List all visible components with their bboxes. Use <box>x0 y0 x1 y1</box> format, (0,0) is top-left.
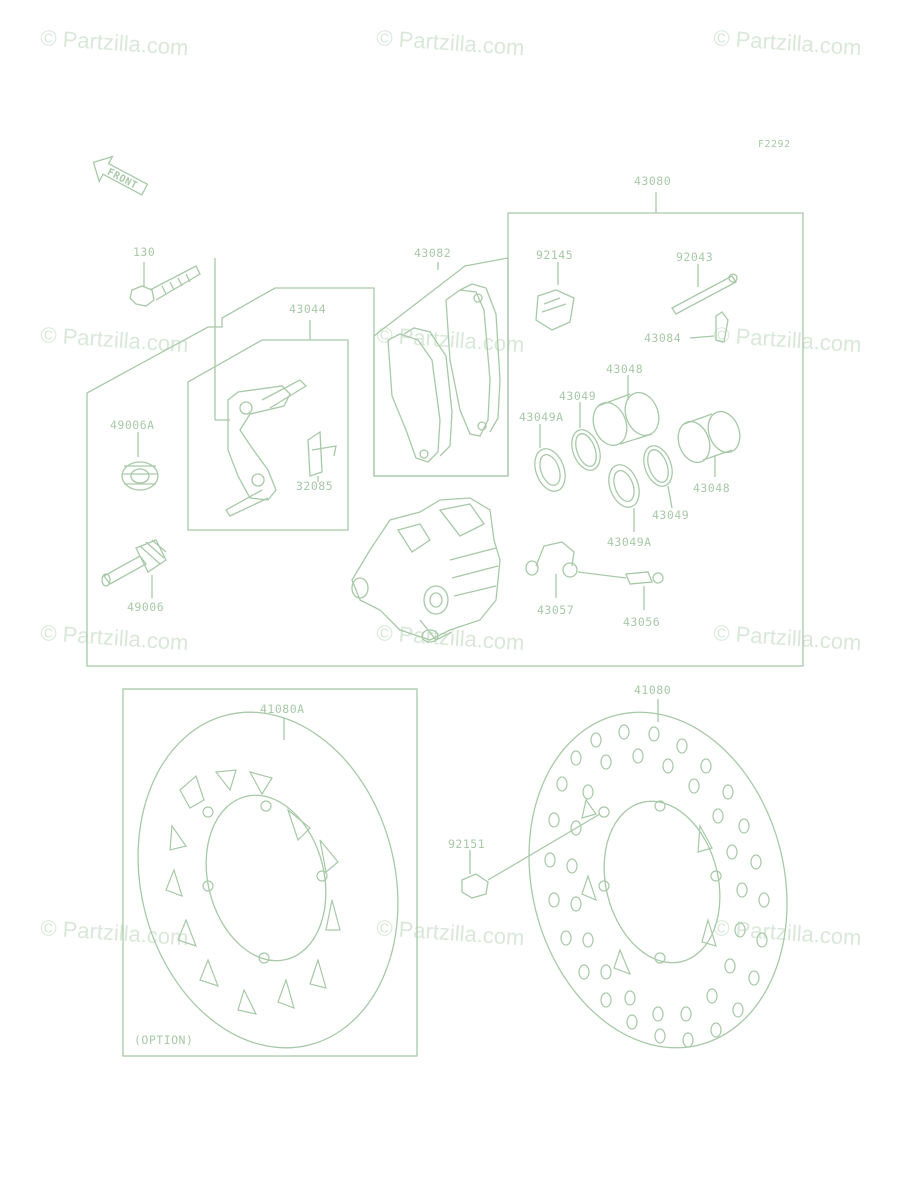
label-41080A: 41080A <box>260 702 305 716</box>
dust-seal-43049A-upper <box>534 424 566 492</box>
bleeder-cap-43057 <box>525 541 578 598</box>
label-43049A-lower: 43049A <box>607 535 652 549</box>
option-label: (OPTION) <box>134 1033 193 1047</box>
label-130: 130 <box>133 245 155 259</box>
figure-code: F2292 <box>758 139 791 150</box>
seal-43049-lower <box>643 445 673 509</box>
piston-43048-lower <box>677 410 741 477</box>
label-92151: 92151 <box>448 837 485 851</box>
label-43048-upper: 43048 <box>606 362 643 376</box>
watermark: © Partzilla.com <box>40 322 190 357</box>
watermark: © Partzilla.com <box>376 322 526 357</box>
seal-43049-upper <box>571 402 601 471</box>
bracket-box <box>187 320 349 531</box>
watermark: © Partzilla.com <box>713 322 863 357</box>
label-92145: 92145 <box>536 248 573 262</box>
watermarks: © Partzilla.com © Partzilla.com © Partzi… <box>40 25 863 950</box>
bolt-92151 <box>461 813 601 899</box>
front-arrow-icon: FRONT <box>92 155 149 196</box>
label-43048-lower: 43048 <box>693 481 730 495</box>
label-43044: 43044 <box>289 302 326 316</box>
dust-seal-43049A-lower <box>608 464 640 532</box>
pad-box <box>373 257 509 477</box>
label-43082: 43082 <box>414 246 451 260</box>
watermark: © Partzilla.com <box>376 25 526 60</box>
watermark: © Partzilla.com <box>713 25 863 60</box>
brake-pads-43082 <box>387 283 501 463</box>
label-43049-lower: 43049 <box>652 508 689 522</box>
label-43049A-upper: 43049A <box>519 410 564 424</box>
clip-43084 <box>689 311 729 343</box>
label-43056: 43056 <box>623 615 660 629</box>
watermark: © Partzilla.com <box>376 620 526 655</box>
piston-43048-upper <box>592 375 660 447</box>
watermark: © Partzilla.com <box>40 25 190 60</box>
label-49006: 49006 <box>127 600 164 614</box>
bracket-43044 <box>225 379 308 517</box>
label-43057: 43057 <box>537 603 574 617</box>
label-32085: 32085 <box>296 479 333 493</box>
boot-49006A <box>121 432 159 491</box>
bolt-130 <box>129 262 201 307</box>
label-49006A: 49006A <box>110 418 155 432</box>
watermark: © Partzilla.com <box>40 915 190 950</box>
pin-92043 <box>671 264 738 315</box>
watermark: © Partzilla.com <box>40 620 190 655</box>
label-43049-upper: 43049 <box>559 389 596 403</box>
brake-disc-41080A <box>137 711 399 1049</box>
watermark: © Partzilla.com <box>713 620 863 655</box>
label-43084: 43084 <box>644 331 681 345</box>
label-43080: 43080 <box>634 174 671 188</box>
caliper-body <box>351 497 501 643</box>
pad-spring-92145 <box>535 262 575 331</box>
option-box <box>122 688 418 1057</box>
label-92043: 92043 <box>676 250 713 264</box>
pin-49006 <box>101 539 167 598</box>
watermark: © Partzilla.com <box>376 915 526 950</box>
brake-disc-41080 <box>528 711 788 1049</box>
label-41080: 41080 <box>634 683 671 697</box>
clip-32085 <box>307 430 337 482</box>
bleeder-valve-43056 <box>577 571 664 610</box>
